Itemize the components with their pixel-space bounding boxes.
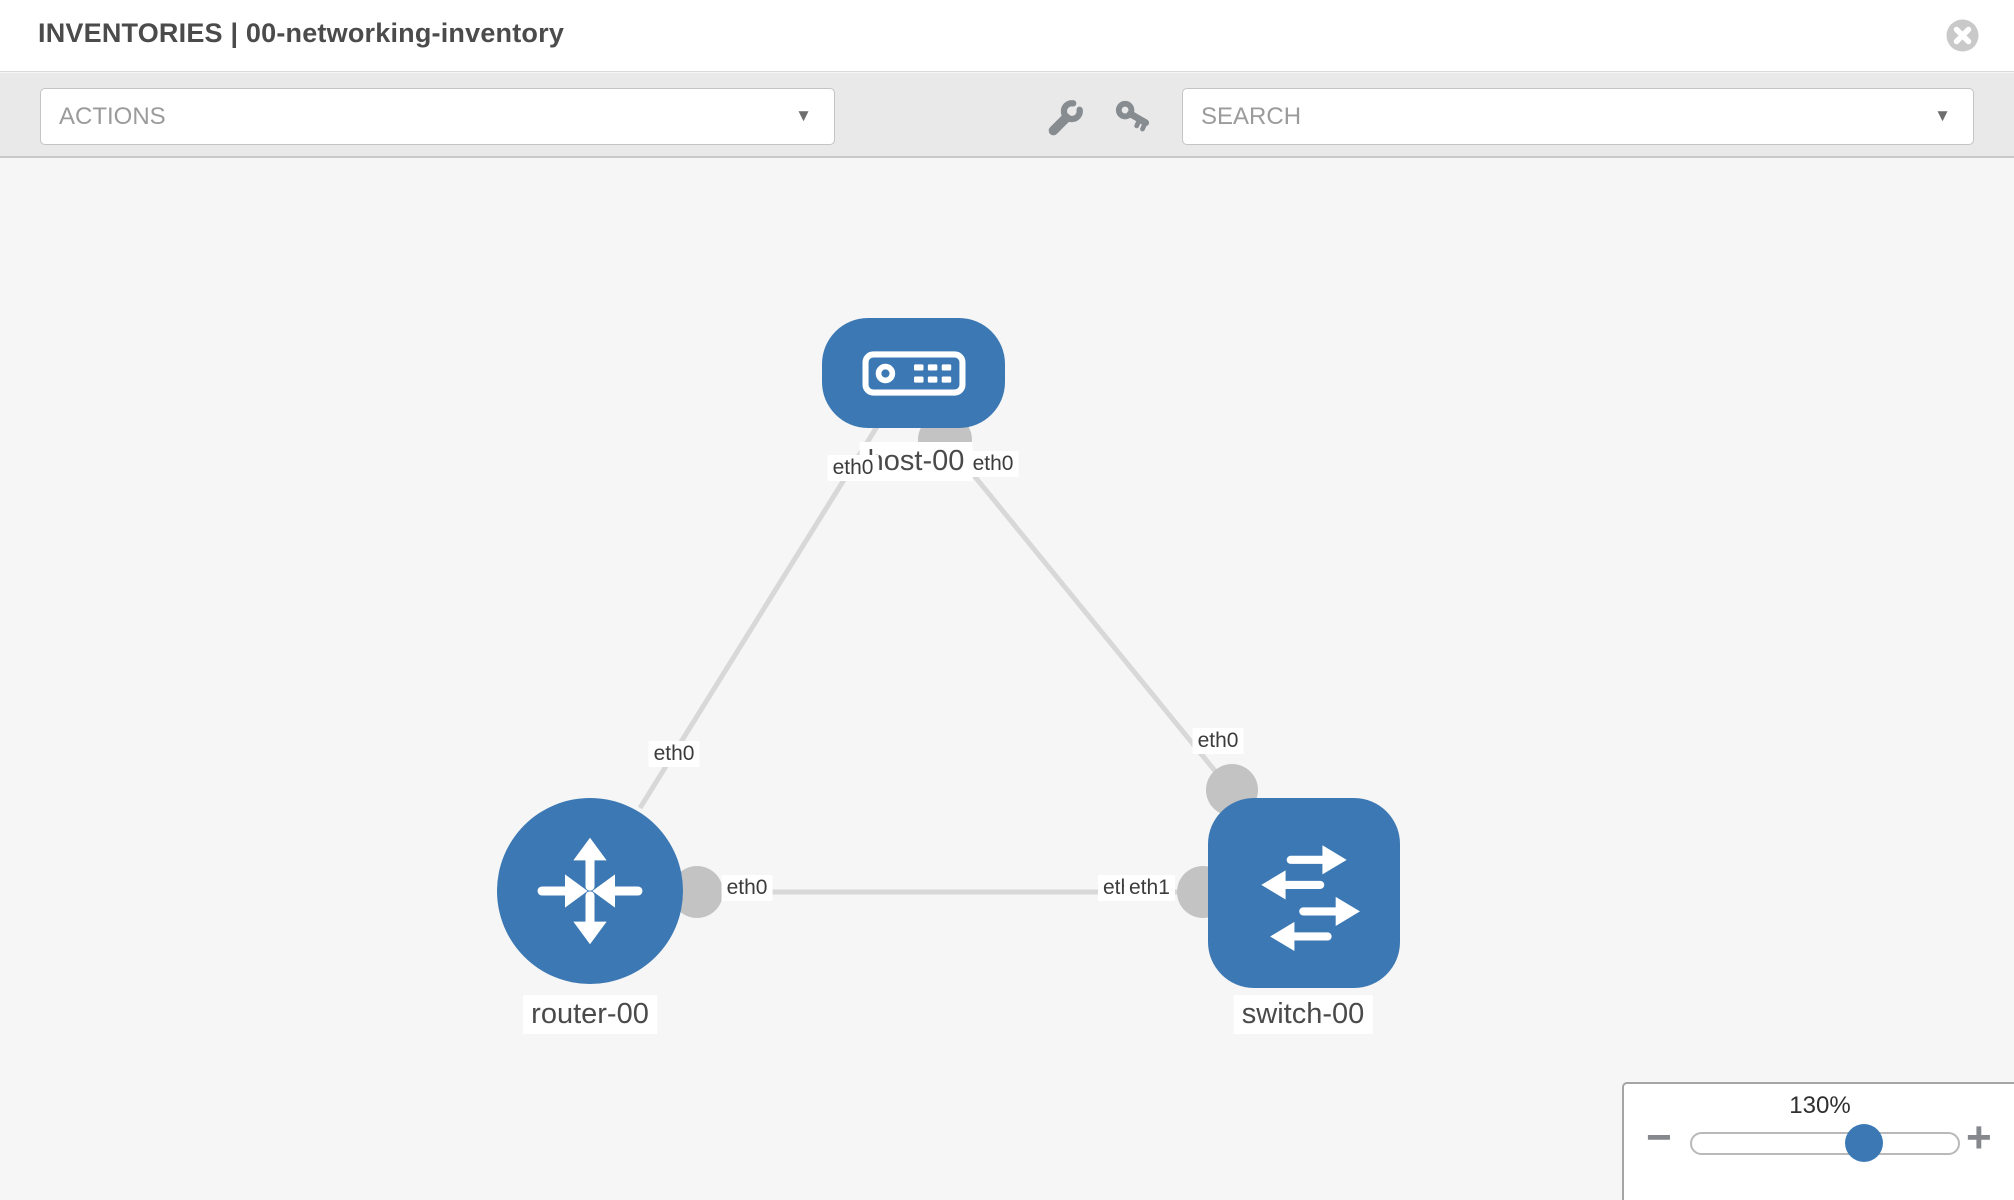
zoom-in-button[interactable]: + [1966,1113,1992,1162]
close-icon [1946,19,1979,52]
zoom-slider-thumb[interactable] [1845,1124,1883,1162]
toolbar: ACTIONS ▼ SEARCH ▼ [0,73,2014,158]
node-label-router: router-00 [523,995,657,1034]
host-icon [862,350,965,396]
interface-label-switch-top: eth0 [1192,728,1244,754]
wrench-icon [1048,100,1083,136]
switch-icon [1261,845,1360,952]
router-icon [537,837,643,945]
interface-label-switch-left-front: eth1 [1124,875,1175,901]
actions-dropdown[interactable]: ACTIONS ▼ [40,88,835,145]
zoom-level: 130% [1789,1092,1851,1119]
credentials-button[interactable] [1111,96,1155,140]
close-button[interactable] [1946,19,1979,52]
page-title: INVENTORIES | 00-networking-inventory [38,18,565,48]
search-dropdown[interactable]: SEARCH ▼ [1182,88,1974,145]
zoom-panel: 130% − + [1622,1082,2014,1200]
key-icon [1115,100,1150,132]
configure-button[interactable] [1043,96,1087,140]
chevron-down-icon: ▼ [1934,105,1951,125]
search-dropdown-label: SEARCH [1201,102,1302,130]
links-layer [637,423,1235,895]
header: INVENTORIES | 00-networking-inventory [0,0,2014,72]
interface-label-host-right: eth0 [967,451,1019,477]
actions-dropdown-label: ACTIONS [59,102,166,130]
interface-label-router-top: eth0 [648,741,700,767]
chevron-down-icon: ▼ [795,105,812,125]
node-switch[interactable] [1208,798,1400,988]
interface-label-router-right: eth0 [721,875,773,901]
topology-canvas[interactable]: host-00 router-00 switch-00 eth0 eth0 et… [0,158,2014,1200]
zoom-out-button[interactable]: − [1646,1113,1672,1162]
zoom-slider-track[interactable] [1690,1132,1960,1155]
node-router[interactable] [497,798,683,984]
node-host[interactable] [822,318,1005,428]
node-label-switch: switch-00 [1233,995,1373,1034]
link-host-switch [943,438,1235,795]
interface-label-host-left: eth0 [827,455,879,481]
